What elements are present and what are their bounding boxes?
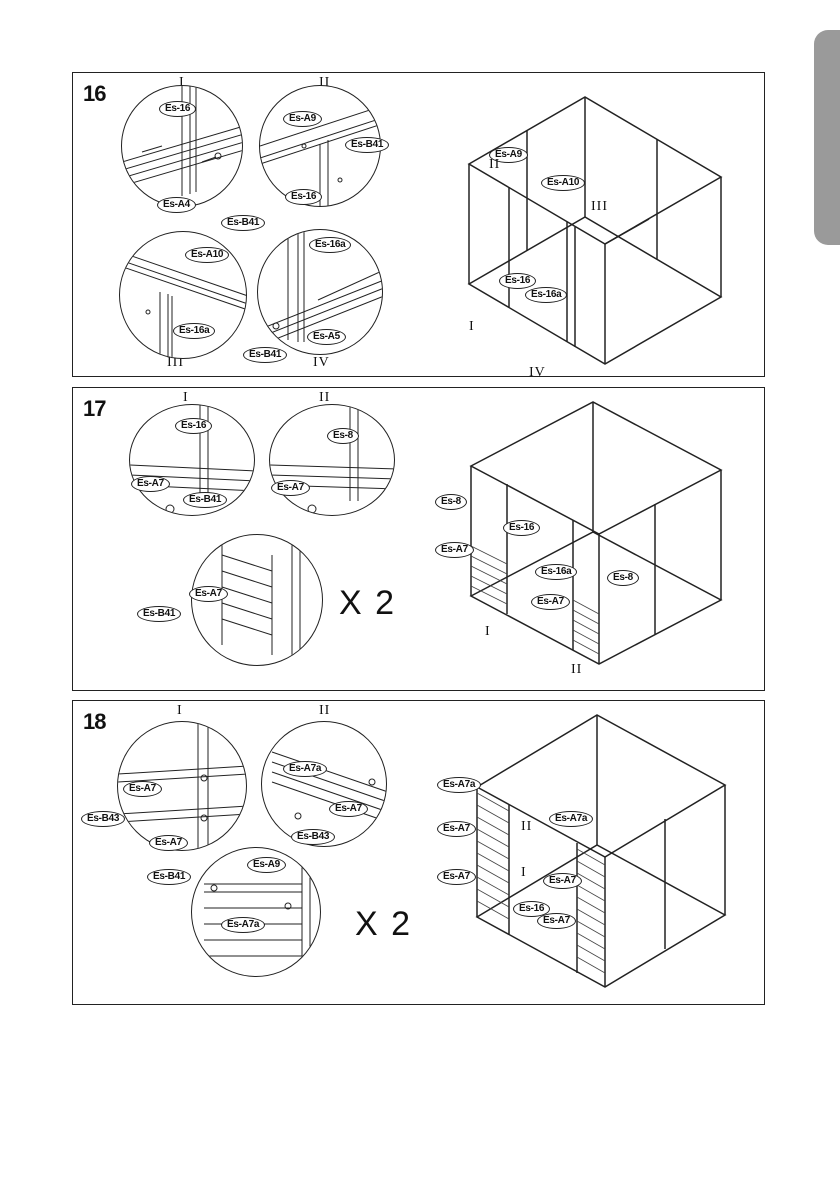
detail-drawing: [271, 751, 386, 822]
part-tag: Es-A7: [537, 913, 576, 929]
marker-ii: II: [489, 157, 501, 172]
part-tag: Es-A9: [489, 147, 528, 163]
detail-drawing: [270, 405, 394, 514]
part-tag: Es-16: [285, 189, 323, 205]
detail-drawing: [258, 230, 382, 347]
marker-iii: III: [591, 199, 608, 214]
detail-bubble-ii: [261, 721, 387, 847]
part-tag: Es-16: [159, 101, 197, 117]
part-tag: Es-A7a: [437, 777, 482, 793]
step-number: 16: [83, 81, 107, 106]
step-panel-16: 16 I II III IV Es-16 Es-A4 Es-B41 Es-A9 …: [72, 72, 765, 380]
detail-label-i: I: [183, 390, 189, 405]
part-tag: Es-A7: [123, 781, 162, 797]
detail-label-ii: II: [319, 390, 331, 405]
part-tag: Es-B41: [243, 347, 288, 363]
part-tag: Es-16a: [535, 564, 578, 580]
assembly-drawing: [465, 396, 729, 682]
part-tag: Es-A7: [435, 542, 474, 558]
marker-ii: II: [571, 662, 583, 677]
step-panel-17: 17 I II Es-16 Es-A7 Es-B41 Es-8 Es-A7: [72, 387, 765, 691]
part-tag: Es-A9: [283, 111, 322, 127]
part-tag: Es-8: [327, 428, 359, 444]
part-tag: Es-B43: [291, 829, 336, 845]
part-tag: Es-16a: [525, 287, 568, 303]
part-tag: Es-B43: [81, 811, 126, 827]
part-tag: Es-8: [607, 570, 639, 586]
step-number: 18: [83, 709, 107, 734]
marker-i: I: [469, 319, 475, 334]
part-tag: Es-A7: [131, 476, 170, 492]
part-tag: Es-8: [435, 494, 467, 510]
frame-drawing: [467, 96, 723, 365]
part-tag: Es-A7a: [221, 917, 266, 933]
section-tab: [814, 30, 840, 245]
detail-bubble-iii: [119, 231, 247, 359]
detail-label-i: I: [177, 703, 183, 718]
part-tag: Es-A7: [149, 835, 188, 851]
part-tag: Es-A7: [329, 801, 368, 817]
detail-label-ii: II: [319, 703, 331, 718]
part-tag: Es-16a: [309, 237, 352, 253]
part-tag: Es-A10: [185, 247, 230, 263]
part-tag: Es-B41: [183, 492, 228, 508]
detail-bubble-ii: [269, 404, 395, 516]
part-tag: Es-B41: [147, 869, 192, 885]
frame-drawing: [469, 401, 723, 665]
part-tag: Es-A7: [543, 873, 582, 889]
marker-ii: II: [521, 819, 533, 834]
part-tag: Es-16: [503, 520, 541, 536]
part-tag: Es-A7: [437, 821, 476, 837]
assembly-drawing: [459, 89, 729, 379]
detail-label-i: I: [179, 75, 185, 90]
detail-drawing: [204, 848, 311, 976]
part-tag: Es-16: [513, 901, 551, 917]
part-tag: Es-16a: [173, 323, 216, 339]
multiplier: X 2: [355, 905, 413, 943]
detail-drawing: [260, 106, 380, 206]
step-panel-18: 18 I II Es-A7 Es-B43 Es-A7 Es-A7a Es-A7 …: [72, 700, 765, 1005]
part-tag: Es-A7: [531, 594, 570, 610]
assembly-drawing: [469, 709, 733, 999]
part-tag: Es-A9: [247, 857, 286, 873]
frame-drawing: [475, 714, 727, 988]
detail-label-iv: IV: [313, 355, 330, 370]
part-tag: Es-A7: [437, 869, 476, 885]
marker-i: I: [521, 865, 527, 880]
part-tag: Es-A7: [189, 586, 228, 602]
detail-drawing: [122, 86, 242, 196]
detail-label-ii: II: [319, 75, 331, 90]
part-tag: Es-A10: [541, 175, 586, 191]
part-tag: Es-A7a: [549, 811, 594, 827]
marker-iv: IV: [529, 365, 546, 380]
part-tag: Es-A7: [271, 480, 310, 496]
detail-drawing: [120, 251, 246, 358]
part-tag: Es-B41: [345, 137, 390, 153]
multiplier: X 2: [339, 584, 397, 622]
step-number: 17: [83, 396, 107, 421]
part-tag: Es-A7a: [283, 761, 328, 777]
part-tag: Es-16: [175, 418, 213, 434]
part-tag: Es-B41: [137, 606, 182, 622]
part-tag: Es-A4: [157, 197, 196, 213]
part-tag: Es-16: [499, 273, 537, 289]
part-tag: Es-A5: [307, 329, 346, 345]
marker-i: I: [485, 624, 491, 639]
part-tag: Es-B41: [221, 215, 266, 231]
